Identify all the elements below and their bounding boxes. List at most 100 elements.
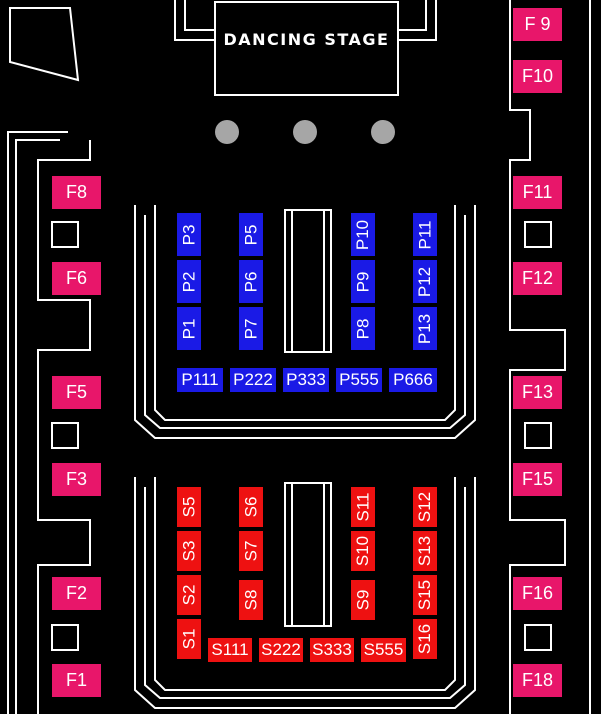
seat-p1[interactable]: P1 xyxy=(177,307,201,350)
seat-s10[interactable]: S10 xyxy=(351,531,375,571)
seat-label: S9 xyxy=(352,589,372,611)
left-wall-stepped xyxy=(37,140,91,714)
stage-side-left-inner xyxy=(184,0,215,31)
table-right-3 xyxy=(524,624,552,651)
seat-label: F6 xyxy=(65,268,87,288)
seat-p111[interactable]: P111 xyxy=(177,368,223,392)
seat-s111[interactable]: S111 xyxy=(208,638,252,662)
seat-label: P666 xyxy=(393,370,433,389)
seat-label: P13 xyxy=(415,313,434,344)
seat-label: F11 xyxy=(522,182,553,202)
seat-s6[interactable]: S6 xyxy=(239,487,263,527)
seat-label: S10 xyxy=(353,535,372,567)
stage-label: DANCING STAGE xyxy=(223,30,390,49)
seat-label: P1 xyxy=(178,318,198,339)
p-section-inner xyxy=(154,205,456,421)
seat-s2[interactable]: S2 xyxy=(177,575,201,615)
s-section-outer xyxy=(134,477,476,709)
seat-p2[interactable]: P2 xyxy=(177,260,201,303)
seat-f8[interactable]: F8 xyxy=(52,176,101,209)
seat-p13[interactable]: P13 xyxy=(413,307,437,350)
seat-f13[interactable]: F13 xyxy=(513,376,562,409)
seat-s555[interactable]: S555 xyxy=(361,638,406,662)
seat-label: P3 xyxy=(178,224,198,245)
seat-label: F1 xyxy=(65,670,87,690)
seat-label: F3 xyxy=(65,469,87,489)
seat-s1[interactable]: S1 xyxy=(177,619,201,659)
seat-label: S1 xyxy=(178,628,198,650)
seat-p8[interactable]: P8 xyxy=(351,307,375,350)
seat-label: S555 xyxy=(363,640,404,659)
seat-label: P2 xyxy=(178,271,198,292)
seat-label: F18 xyxy=(521,670,554,690)
seat-s11[interactable]: S11 xyxy=(351,487,375,527)
seat-p5[interactable]: P5 xyxy=(239,213,263,256)
stage-side-right xyxy=(398,0,437,41)
seat-label: P9 xyxy=(352,271,372,292)
p-runway xyxy=(284,209,332,353)
seat-label: F16 xyxy=(521,583,554,603)
stage-side-left xyxy=(174,0,215,41)
seat-p666[interactable]: P666 xyxy=(389,368,437,392)
seat-label: P6 xyxy=(240,271,260,292)
seat-s5[interactable]: S5 xyxy=(177,487,201,527)
seat-label: P5 xyxy=(240,224,260,245)
seat-p222[interactable]: P222 xyxy=(230,368,276,392)
table-right-1 xyxy=(524,221,552,248)
seat-p3[interactable]: P3 xyxy=(177,213,201,256)
table-left-3 xyxy=(51,624,79,651)
stage-platform xyxy=(214,1,399,96)
seat-f10[interactable]: F10 xyxy=(513,60,562,93)
stage-light xyxy=(215,120,239,144)
seat-s3[interactable]: S3 xyxy=(177,531,201,571)
seat-label: S6 xyxy=(240,496,260,518)
seat-f15[interactable]: F15 xyxy=(513,463,562,496)
left-wall-outer xyxy=(7,131,68,714)
seat-p333[interactable]: P333 xyxy=(283,368,329,392)
seat-s12[interactable]: S12 xyxy=(413,487,437,527)
seat-s15[interactable]: S15 xyxy=(413,575,437,615)
seat-s7[interactable]: S7 xyxy=(239,531,263,571)
seat-f18[interactable]: F18 xyxy=(513,664,562,697)
seat-f9[interactable]: F 9 xyxy=(513,8,562,41)
table-right-2 xyxy=(524,422,552,449)
seat-label: S8 xyxy=(240,589,260,611)
s-runway xyxy=(284,482,332,627)
seat-p12[interactable]: P12 xyxy=(413,260,437,303)
right-wall-stepped xyxy=(509,0,566,714)
seat-f1[interactable]: F1 xyxy=(52,664,101,697)
seat-label: S222 xyxy=(261,640,301,659)
seat-p555[interactable]: P555 xyxy=(336,368,382,392)
seat-s222[interactable]: S222 xyxy=(259,638,303,662)
seat-label: P222 xyxy=(233,370,273,389)
seat-f5[interactable]: F5 xyxy=(52,376,101,409)
seat-f12[interactable]: F12 xyxy=(513,262,562,295)
seat-label: S11 xyxy=(353,492,372,522)
seat-f6[interactable]: F6 xyxy=(52,262,101,295)
seat-label: S13 xyxy=(415,535,434,567)
seat-s16[interactable]: S16 xyxy=(413,619,437,659)
seat-s9[interactable]: S9 xyxy=(351,580,375,620)
s-section-inner xyxy=(154,477,456,691)
seat-label: F5 xyxy=(65,382,87,402)
seat-label: F12 xyxy=(521,268,554,288)
seat-p7[interactable]: P7 xyxy=(239,307,263,350)
seat-p10[interactable]: P10 xyxy=(351,213,375,256)
seat-label: F2 xyxy=(65,583,87,603)
seat-label: S2 xyxy=(178,584,198,606)
seat-s8[interactable]: S8 xyxy=(239,580,263,620)
seat-p9[interactable]: P9 xyxy=(351,260,375,303)
seat-label: P111 xyxy=(181,370,219,389)
seat-f16[interactable]: F16 xyxy=(513,577,562,610)
seat-p11[interactable]: P11 xyxy=(413,213,437,256)
seat-label: F15 xyxy=(521,469,554,489)
seat-s333[interactable]: S333 xyxy=(310,638,354,662)
seat-f11[interactable]: F11 xyxy=(513,176,562,209)
seat-p6[interactable]: P6 xyxy=(239,260,263,303)
seat-s13[interactable]: S13 xyxy=(413,531,437,571)
table-left-1 xyxy=(51,221,79,248)
seat-label: P8 xyxy=(352,318,372,339)
seat-f2[interactable]: F2 xyxy=(52,577,101,610)
seat-f3[interactable]: F3 xyxy=(52,463,101,496)
seat-label: F13 xyxy=(521,382,554,402)
